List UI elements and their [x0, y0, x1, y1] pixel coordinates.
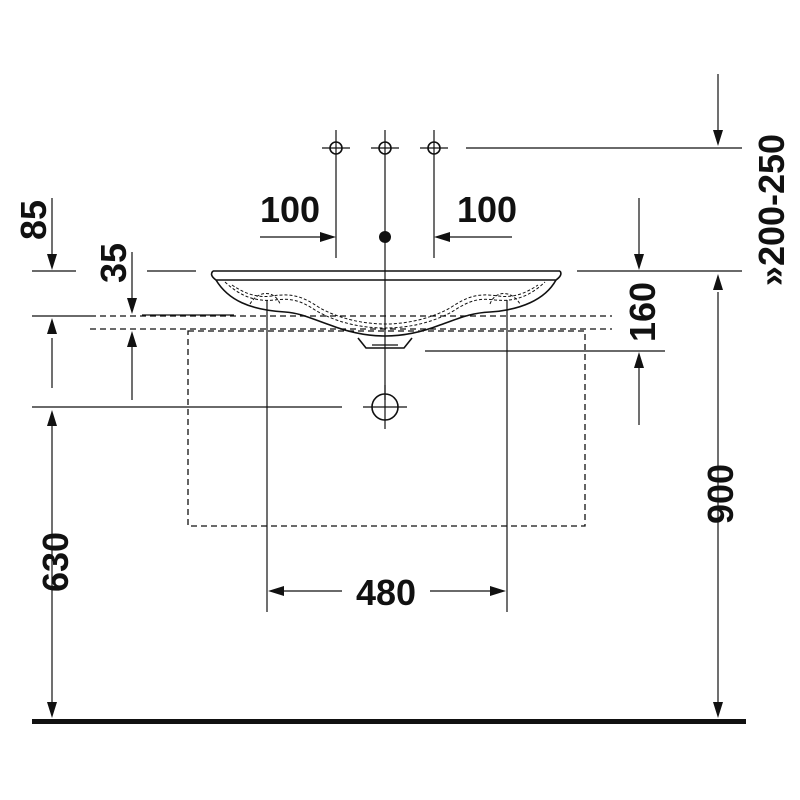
dim-900-bottom-arrow	[713, 702, 723, 718]
dim-630-top-arrow	[47, 410, 57, 426]
waste-outlet	[363, 385, 407, 429]
dim-35: 35	[93, 243, 134, 283]
dim-630-bottom-arrow	[47, 702, 57, 718]
dim-100-right: 100	[457, 189, 517, 230]
dim-85-arrow	[47, 254, 57, 270]
dim-480-right-arrow	[490, 586, 506, 596]
dim-480-left-arrow	[268, 586, 284, 596]
tap-center-point	[379, 231, 391, 243]
tap-height-arrow	[713, 130, 723, 146]
dim-100-left-line	[260, 232, 336, 242]
dim-100-right-line	[434, 232, 512, 242]
dim-85: 85	[13, 200, 54, 240]
cabinet-outline	[187, 330, 586, 527]
dim-160-top-arrow	[634, 254, 644, 270]
basin-outline	[210, 270, 562, 349]
tap-hole-right	[420, 130, 448, 258]
dim-35-arrow	[127, 298, 137, 314]
dim-tap-height: »200-250	[751, 134, 792, 286]
dim-900-top-arrow	[713, 274, 723, 290]
tap-hole-left	[322, 130, 350, 258]
dim-160-bottom-arrow	[634, 352, 644, 368]
dim-160: 160	[622, 282, 663, 342]
floor-line	[32, 719, 746, 724]
dim-480: 480	[356, 572, 416, 613]
dim-630: 630	[35, 532, 76, 592]
dim-100-left: 100	[260, 189, 320, 230]
tap-hole-center	[371, 130, 399, 400]
dim-900: 900	[700, 464, 741, 524]
